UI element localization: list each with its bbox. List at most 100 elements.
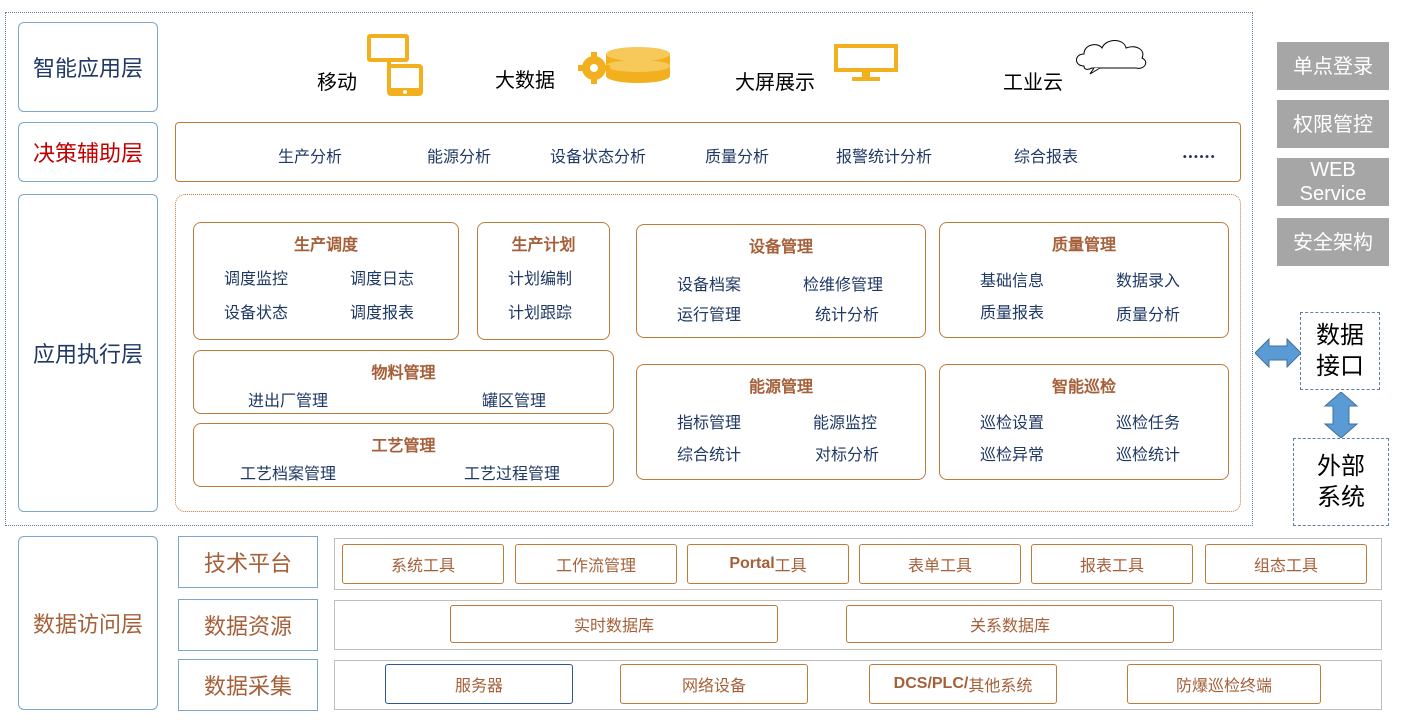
layer-data-access-label: 数据访问层 xyxy=(32,613,143,638)
data-interface-line: 数据 xyxy=(1316,320,1364,349)
collection-item-bold: DCS/PLC/ xyxy=(893,675,969,692)
data-resource-label-text: 数据资源 xyxy=(203,615,292,640)
external-system-label: 外部系统 xyxy=(1317,451,1365,513)
module-plan-title: 生产计划 xyxy=(511,235,576,254)
permission-button-label: 权限管控 xyxy=(1293,112,1373,136)
big-data-icon xyxy=(578,47,670,84)
resource-item-text: 关系数据库 xyxy=(969,616,1050,635)
module-item: 罐区管理 xyxy=(482,391,547,410)
upper-layers-frame xyxy=(5,12,1253,526)
decision-item: ...... xyxy=(1182,143,1216,162)
layer-execution: 应用执行层 xyxy=(18,194,158,512)
tool-item: 表单工具 xyxy=(859,544,1021,584)
data-resource-label: 数据资源 xyxy=(178,599,318,651)
collection-item: DCS/PLC/其他系统 xyxy=(869,664,1057,704)
module-equipment: 设备管理 设备档案 检维修管理 运行管理 统计分析 xyxy=(636,224,926,338)
module-item: 综合统计 xyxy=(677,445,742,464)
tool-item-text: 工具 xyxy=(774,556,807,575)
layer-execution-label: 应用执行层 xyxy=(32,343,143,368)
layer-decision: 决策辅助层 xyxy=(18,122,158,182)
collection-item: 服务器 xyxy=(385,664,573,704)
module-item: 能源监控 xyxy=(813,413,878,432)
layer-decision-label: 决策辅助层 xyxy=(32,142,143,167)
tech-platform-label: 技术平台 xyxy=(178,536,318,588)
module-energy: 能源管理 指标管理 能源监控 综合统计 对标分析 xyxy=(636,364,926,480)
module-item: 对标分析 xyxy=(815,445,880,464)
module-item: 数据录入 xyxy=(1116,271,1181,290)
external-system-line: 外部 xyxy=(1317,451,1365,480)
module-item: 质量分析 xyxy=(1116,305,1181,324)
decision-bar: 生产分析 能源分析 设备状态分析 质量分析 报警统计分析 综合报表 ...... xyxy=(175,122,1241,182)
security-button: 安全架构 xyxy=(1277,218,1389,266)
module-item: 调度报表 xyxy=(350,303,415,322)
sso-button-label: 单点登录 xyxy=(1293,54,1373,78)
module-item: 统计分析 xyxy=(815,305,880,324)
module-inspection-title: 智能巡检 xyxy=(1051,377,1116,396)
module-item: 计划跟踪 xyxy=(508,303,573,322)
module-energy-title: 能源管理 xyxy=(748,377,813,396)
smart-app-bigdata-label: 大数据 xyxy=(495,70,555,92)
layer-data-access: 数据访问层 xyxy=(18,536,158,710)
tool-item-text: 组态工具 xyxy=(1253,556,1318,575)
module-item: 进出厂管理 xyxy=(248,391,329,410)
external-system-box: 外部系统 xyxy=(1293,438,1389,526)
tool-item-text: 系统工具 xyxy=(390,556,455,575)
smart-app-row: 移动 大数据 大屏展示 工业云 xyxy=(160,20,1250,116)
data-collection-label-text: 数据采集 xyxy=(203,675,292,700)
collection-item-text: 其他系统 xyxy=(968,676,1033,695)
tech-platform-label-text: 技术平台 xyxy=(203,552,292,577)
decision-item: 设备状态分析 xyxy=(550,147,647,166)
decision-item: 质量分析 xyxy=(705,147,770,166)
module-process-title: 工艺管理 xyxy=(371,436,436,455)
external-system-line: 系统 xyxy=(1317,483,1365,511)
data-interface-label: 数据接口 xyxy=(1316,320,1364,382)
module-equipment-title: 设备管理 xyxy=(748,237,813,256)
tool-item-bold: Portal xyxy=(729,555,775,572)
smart-app-cloud-label: 工业云 xyxy=(1003,72,1063,94)
module-quality: 质量管理 基础信息 数据录入 质量报表 质量分析 xyxy=(939,222,1229,338)
execution-frame xyxy=(175,194,1241,512)
module-item: 计划编制 xyxy=(508,269,573,288)
module-inspection: 智能巡检 巡检设置 巡检任务 巡检异常 巡检统计 xyxy=(939,364,1229,480)
module-item: 工艺档案管理 xyxy=(240,464,337,483)
layer-smart-app-label: 智能应用层 xyxy=(32,57,143,82)
module-dispatch-title: 生产调度 xyxy=(293,235,358,254)
sso-button: 单点登录 xyxy=(1277,42,1389,90)
web-service-line: Service xyxy=(1299,183,1367,205)
collection-item-text: 服务器 xyxy=(454,676,503,695)
resource-item-text: 实时数据库 xyxy=(573,616,654,635)
module-item: 巡检设置 xyxy=(980,413,1045,432)
module-item: 调度监控 xyxy=(224,269,289,288)
decision-item: 报警统计分析 xyxy=(836,147,933,166)
module-item: 指标管理 xyxy=(677,413,742,432)
tool-item: 工作流管理 xyxy=(515,544,677,584)
resource-item: 关系数据库 xyxy=(846,605,1174,643)
cloud-icon xyxy=(1076,40,1147,75)
decision-item: 综合报表 xyxy=(1014,147,1079,166)
module-item: 巡检异常 xyxy=(980,445,1045,464)
smart-app-bigscreen-label: 大屏展示 xyxy=(735,72,815,94)
module-item: 设备状态 xyxy=(224,303,289,322)
collection-item-text: 防爆巡检终端 xyxy=(1175,676,1272,695)
module-item: 运行管理 xyxy=(677,305,742,324)
layer-smart-app: 智能应用层 xyxy=(18,22,158,112)
decision-item: 生产分析 xyxy=(278,147,343,166)
tool-item: 组态工具 xyxy=(1205,544,1367,584)
module-item: 质量报表 xyxy=(980,303,1045,322)
module-item: 设备档案 xyxy=(677,275,742,294)
permission-button: 权限管控 xyxy=(1277,100,1389,148)
module-process: 工艺管理 工艺档案管理 工艺过程管理 xyxy=(193,423,614,487)
module-item: 基础信息 xyxy=(980,271,1045,290)
module-material-title: 物料管理 xyxy=(371,363,436,382)
tool-item: 报表工具 xyxy=(1031,544,1193,584)
module-item: 工艺过程管理 xyxy=(464,464,561,483)
collection-item: 网络设备 xyxy=(620,664,808,704)
module-item: 调度日志 xyxy=(350,269,415,288)
vertical-double-arrow-icon xyxy=(1323,392,1359,438)
decision-item: 能源分析 xyxy=(427,147,492,166)
horizontal-double-arrow-icon xyxy=(1255,337,1301,369)
module-item: 检维修管理 xyxy=(803,275,884,294)
data-interface-line: 接口 xyxy=(1316,352,1364,380)
